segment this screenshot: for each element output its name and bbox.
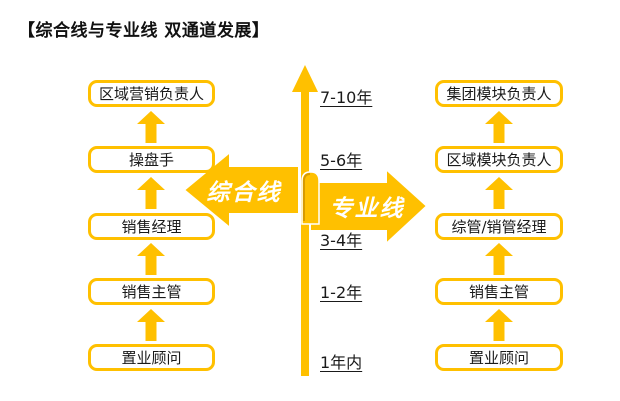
time-label-7-10y: 7-10年 [320,88,373,107]
level-box-sales-manager: 销售经理 [88,213,215,240]
right-track-label: 专业线 [329,196,405,222]
time-label-1-2y: 1-2年 [320,283,363,302]
level-box-sales-supervisor-right: 销售主管 [435,278,563,305]
level-box-group-module-head: 集团模块负责人 [435,80,563,107]
time-label-5-6y: 5-6年 [320,151,363,170]
up-arrow-icon [485,111,513,143]
up-arrow-icon [137,309,165,341]
up-arrow-icon [137,243,165,275]
ribbon-fold-icon [301,171,320,225]
left-track-label: 综合线 [206,180,282,206]
page-title: 【综合线与专业线 双通道发展】 [18,21,270,41]
up-arrow-icon [137,111,165,143]
time-label-under-1y: 1年内 [320,353,363,372]
level-box-property-consultant-left: 置业顾问 [88,344,215,371]
up-arrow-icon [485,309,513,341]
level-box-admin-sales-mgmt-manager: 综管/销管经理 [435,213,563,240]
timeline-axis-icon [292,65,318,376]
up-arrow-icon [137,177,165,209]
time-label-3-4y: 3-4年 [320,231,363,250]
level-box-property-consultant-right: 置业顾问 [435,344,563,371]
up-arrow-icon [485,243,513,275]
level-box-regional-module-head: 区域模块负责人 [435,146,563,173]
level-box-sales-supervisor-left: 销售主管 [88,278,215,305]
up-arrow-icon [485,177,513,209]
level-box-regional-marketing-head: 区域营销负责人 [88,80,215,107]
level-box-project-operator: 操盘手 [88,146,215,173]
